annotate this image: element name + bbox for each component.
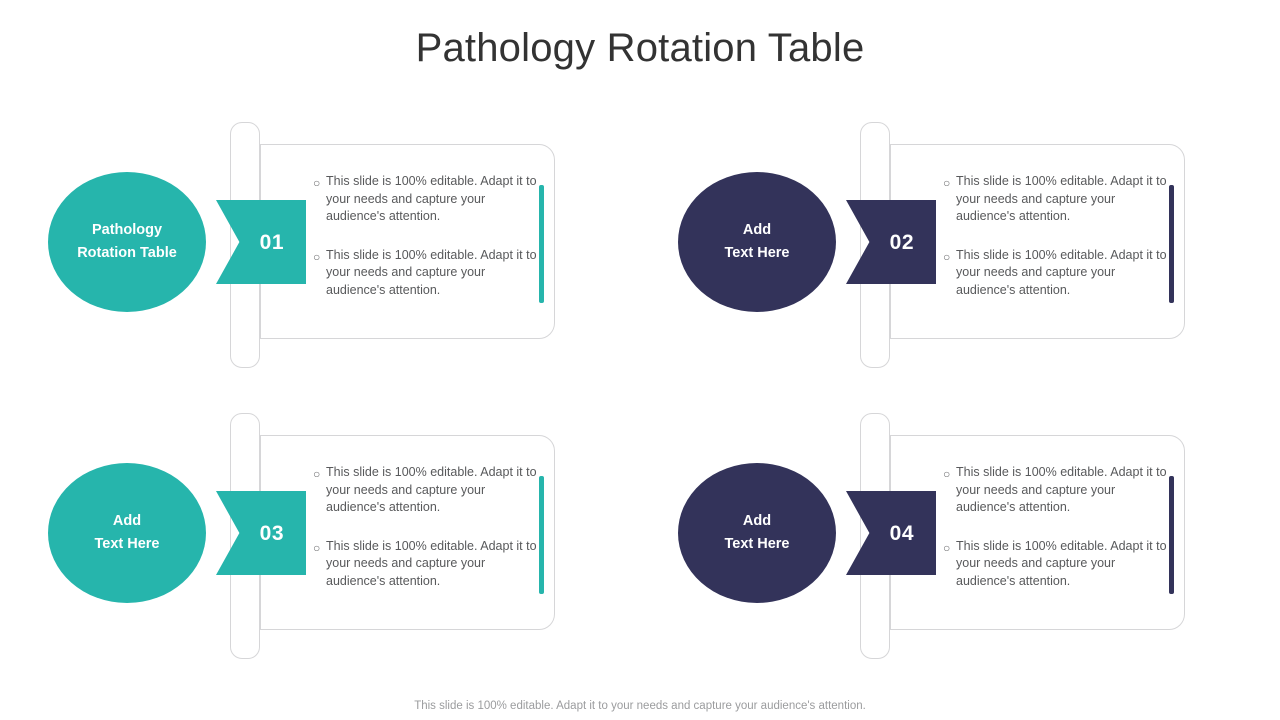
list-item: ○ This slide is 100% editable. Adapt it … [313,538,538,591]
list-item: ○ This slide is 100% editable. Adapt it … [313,173,538,226]
page-title: Pathology Rotation Table [415,26,865,70]
bullet-text: This slide is 100% editable. Adapt it to… [956,465,1167,514]
list-item: ○ This slide is 100% editable. Adapt it … [313,464,538,517]
diagram-item-03[interactable]: ○ This slide is 100% editable. Adapt it … [38,409,578,659]
bullet-circle-icon: ○ [313,467,321,481]
content-card: ○ This slide is 100% editable. Adapt it … [260,435,555,630]
list-item: ○ This slide is 100% editable. Adapt it … [943,173,1168,226]
bullet-circle-icon: ○ [943,249,951,264]
bullet-text: This slide is 100% editable. Adapt it to… [956,247,1167,297]
topic-circle[interactable]: Add Text Here [678,172,836,312]
topic-circle-line2: Text Here [724,536,790,552]
content-card: ○ This slide is 100% editable. Adapt it … [260,144,555,339]
topic-circle[interactable]: Pathology Rotation Table [48,172,206,312]
bullet-list: ○ This slide is 100% editable. Adapt it … [313,173,538,299]
bullet-circle-icon: ○ [943,540,951,555]
step-number: 03 [259,521,284,545]
bullet-text: This slide is 100% editable. Adapt it to… [326,538,537,588]
content-card: ○ This slide is 100% editable. Adapt it … [890,435,1185,630]
bullet-text: This slide is 100% editable. Adapt it to… [326,247,537,297]
step-number: 04 [889,521,914,545]
topic-circle-label: Pathology Rotation Table [63,219,191,265]
list-item: ○ This slide is 100% editable. Adapt it … [313,247,538,300]
topic-circle-label: Add Text Here [80,510,173,556]
step-number: 01 [259,230,284,254]
diagram-item-04[interactable]: ○ This slide is 100% editable. Adapt it … [668,409,1208,659]
bullet-circle-icon: ○ [313,249,321,264]
topic-circle-label: Add Text Here [710,510,803,556]
card-accent-bar [1169,185,1174,303]
card-accent-bar [1169,476,1174,594]
bullet-list: ○ This slide is 100% editable. Adapt it … [943,464,1168,590]
bullet-circle-icon: ○ [313,176,321,190]
bullet-text: This slide is 100% editable. Adapt it to… [326,174,537,223]
content-card: ○ This slide is 100% editable. Adapt it … [890,144,1185,339]
topic-circle-label: Add Text Here [710,219,803,265]
bullet-text: This slide is 100% editable. Adapt it to… [956,174,1167,223]
card-accent-bar [539,185,544,303]
list-item: ○ This slide is 100% editable. Adapt it … [943,538,1168,591]
topic-circle-line1: Add [742,513,772,529]
bullet-list: ○ This slide is 100% editable. Adapt it … [313,464,538,590]
topic-circle-line1: Add [112,513,142,529]
bullet-circle-icon: ○ [943,176,951,190]
bullet-text: This slide is 100% editable. Adapt it to… [326,465,537,514]
topic-circle-line2: Rotation Table [77,245,177,261]
topic-circle-line1: Add [742,222,772,238]
footer-note: This slide is 100% editable. Adapt it to… [414,700,866,712]
bullet-circle-icon: ○ [313,540,321,555]
topic-circle[interactable]: Add Text Here [678,463,836,603]
card-accent-bar [539,476,544,594]
step-number: 02 [889,230,914,254]
topic-circle-line1: Pathology [91,222,163,238]
topic-circle-line2: Text Here [94,536,160,552]
bullet-text: This slide is 100% editable. Adapt it to… [956,538,1167,588]
list-item: ○ This slide is 100% editable. Adapt it … [943,247,1168,300]
bullet-circle-icon: ○ [943,467,951,481]
list-item: ○ This slide is 100% editable. Adapt it … [943,464,1168,517]
topic-circle-line2: Text Here [724,245,790,261]
bullet-list: ○ This slide is 100% editable. Adapt it … [943,173,1168,299]
diagram-item-02[interactable]: ○ This slide is 100% editable. Adapt it … [668,118,1208,368]
diagram-item-01[interactable]: ○ This slide is 100% editable. Adapt it … [38,118,578,368]
topic-circle[interactable]: Add Text Here [48,463,206,603]
